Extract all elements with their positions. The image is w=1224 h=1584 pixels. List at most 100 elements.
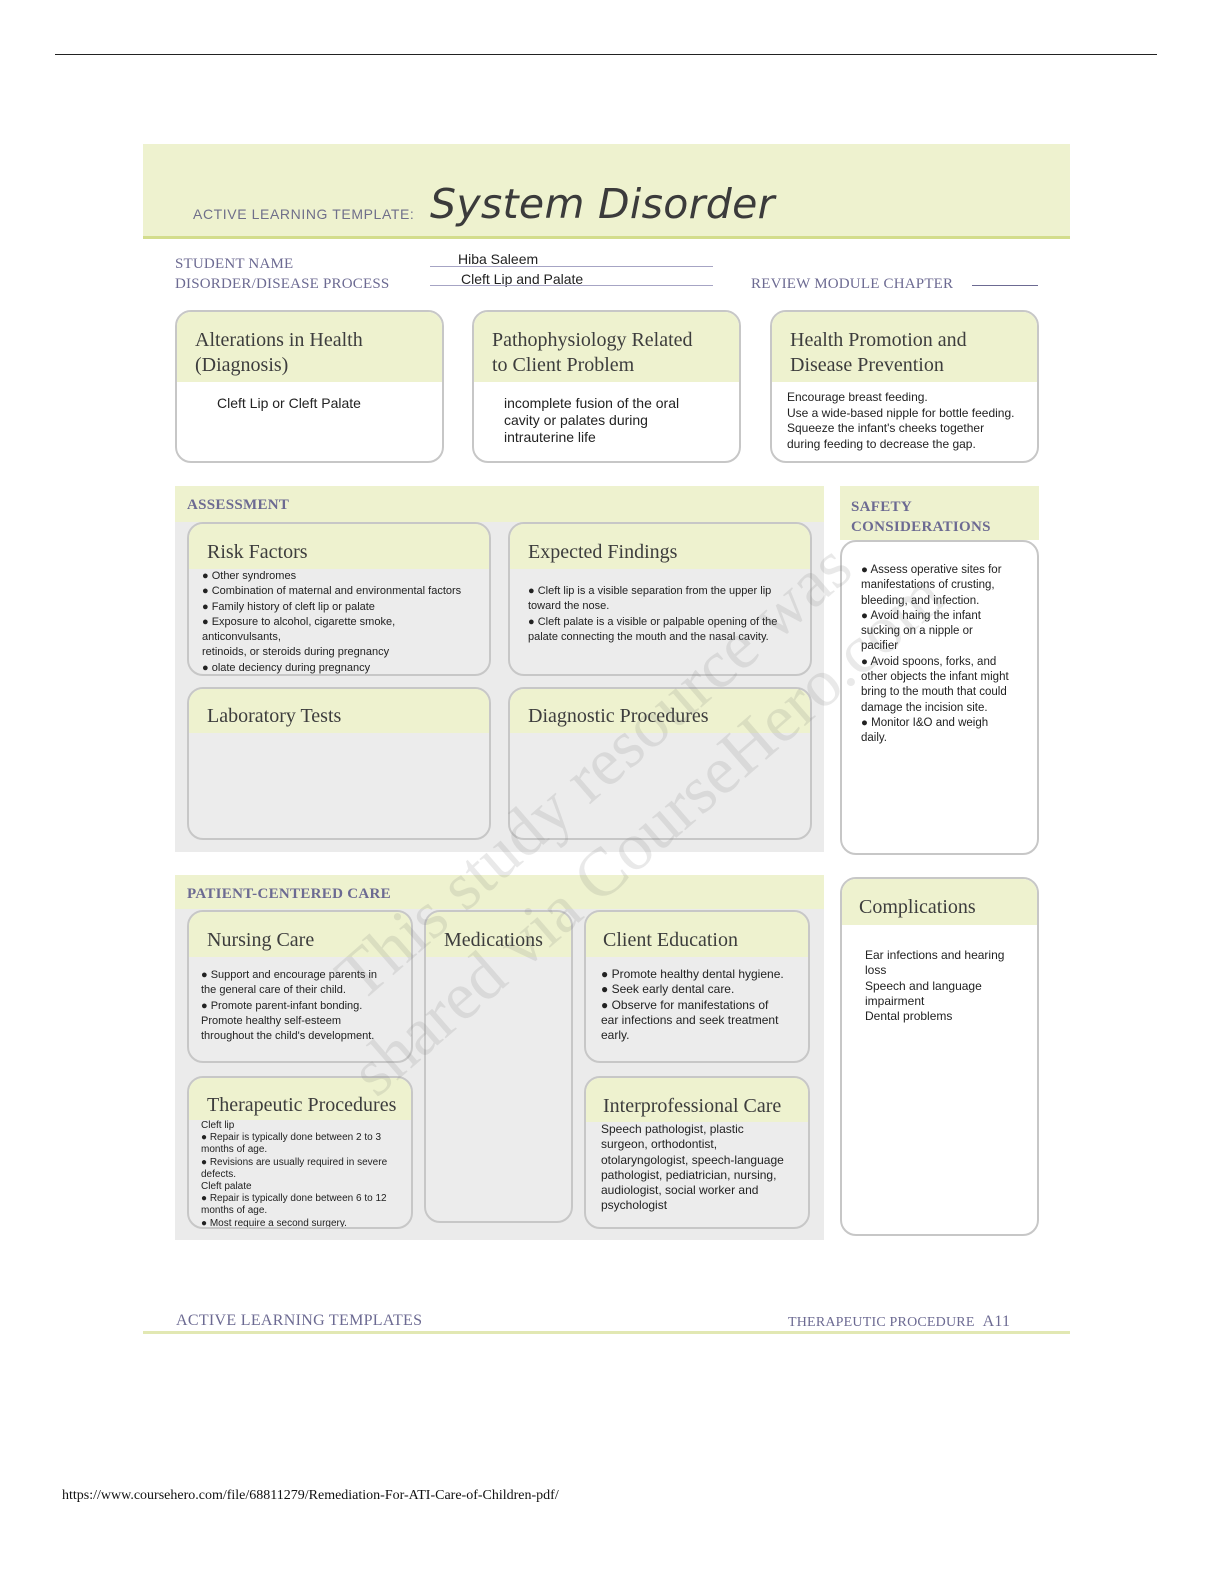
- footer-code: A11: [982, 1313, 1011, 1330]
- disorder-line: [430, 285, 713, 286]
- interprofessional-care-line: audiologist, social worker and: [601, 1183, 759, 1198]
- therapeutic-procedure-line: ● Repair is typically done between 6 to …: [201, 1193, 387, 1205]
- therapeutic-procedure-line: Cleft lip: [201, 1120, 235, 1131]
- interprofessional-care-line: surgeon, orthodontist,: [601, 1137, 718, 1152]
- health-promotion-line: Squeeze the infant's cheeks together: [787, 421, 985, 435]
- student-name-label: STUDENT NAME: [175, 256, 294, 272]
- health-promotion-line: during feeding to decrease the gap.: [787, 436, 976, 451]
- therapeutic-procedures-title: Therapeutic Procedures: [189, 1078, 411, 1120]
- client-education-line: ● Observe for manifestations of: [601, 997, 769, 1012]
- therapeutic-procedure-line: months of age.: [201, 1205, 268, 1217]
- health-promotion-line: Encourage breast feeding.: [787, 390, 928, 404]
- complications-title: Complications: [842, 879, 1037, 925]
- alterations-box: Alterations in Health (Diagnosis) Cleft …: [175, 310, 444, 463]
- therapeutic-procedure-line: ● Most require a second surgery.: [201, 1217, 347, 1229]
- health-promotion-title-line1: Health Promotion and: [790, 329, 967, 351]
- pathophysiology-box: Pathophysiology Related to Client Proble…: [472, 310, 741, 463]
- complication-line: Ear infections and hearing: [865, 948, 1005, 962]
- alterations-text: Cleft Lip or Cleft Palate: [217, 395, 361, 411]
- expected-findings-box: Expected Findings ● Cleft lip is a visib…: [508, 522, 812, 676]
- interprofessional-care-title: Interprofessional Care: [586, 1078, 808, 1122]
- risk-factor-line: retinoids, or steroids during pregnancy: [202, 646, 390, 659]
- safety-title-line1: SAFETY: [851, 499, 912, 515]
- expected-finding-line: ● Cleft palate is a visible or palpable …: [528, 615, 778, 628]
- disorder-value: Cleft Lip and Palate: [461, 271, 584, 287]
- laboratory-tests-title: Laboratory Tests: [189, 689, 489, 733]
- safety-line: ● Avoid haing the infant: [861, 609, 981, 622]
- expected-finding-line: toward the nose.: [528, 600, 610, 613]
- expected-finding-line: palate connecting the mouth and the nasa…: [528, 630, 769, 643]
- medications-title: Medications: [426, 912, 571, 957]
- client-education-title: Client Education: [586, 912, 808, 957]
- assessment-title: ASSESSMENT: [175, 486, 824, 522]
- expected-findings-title: Expected Findings: [510, 524, 810, 569]
- footer-right: THERAPEUTIC PROCEDURE A11: [788, 1313, 1010, 1331]
- interprofessional-care-box: Interprofessional Care Speech pathologis…: [584, 1076, 810, 1229]
- review-module-label: REVIEW MODULE CHAPTER: [751, 276, 954, 292]
- safety-line: ● Assess operative sites for: [861, 564, 1002, 576]
- health-promotion-title-line2: Disease Prevention: [790, 354, 944, 376]
- nursing-care-line: ● Support and encourage parents in: [201, 969, 378, 981]
- interprofessional-care-line: psychologist: [601, 1198, 668, 1213]
- student-name-value: Hiba Saleem: [458, 251, 539, 267]
- pathophysiology-line: incomplete fusion of the oral: [504, 395, 680, 411]
- safety-line: ● Monitor I&O and weigh: [861, 716, 989, 729]
- safety-line: daily.: [861, 732, 887, 745]
- risk-factor-line: ● Other syndromes: [202, 570, 297, 582]
- nursing-care-line: Promote healthy self-esteem: [201, 1014, 342, 1027]
- interprofessional-care-line: Speech pathologist, plastic: [601, 1122, 744, 1136]
- pathophysiology-line: intrauterine life: [504, 429, 596, 445]
- disorder-label: DISORDER/DISEASE PROCESS: [175, 276, 390, 292]
- patient-centered-care-title: PATIENT-CENTERED CARE: [175, 875, 824, 909]
- diagnostic-procedures-box: Diagnostic Procedures: [508, 687, 812, 840]
- source-url: https://www.coursehero.com/file/68811279…: [62, 1488, 559, 1503]
- expected-finding-line: ● Cleft lip is a visible separation from…: [528, 585, 772, 597]
- risk-factors-box: Risk Factors ● Other syndromes ● Combina…: [187, 522, 491, 676]
- complications-box: Complications Ear infections and hearing…: [840, 877, 1039, 1236]
- nursing-care-line: the general care of their child.: [201, 984, 346, 997]
- nursing-care-line: throughout the child's development.: [201, 1030, 375, 1043]
- safety-line: sucking on a nipple or: [861, 625, 973, 638]
- therapeutic-procedure-line: months of age.: [201, 1144, 268, 1156]
- diagnostic-procedures-title: Diagnostic Procedures: [510, 689, 810, 733]
- safety-line: bleeding, and infection.: [861, 594, 980, 607]
- safety-line: other objects the infant might: [861, 671, 1009, 684]
- safety-line: pacifier: [861, 640, 899, 653]
- client-education-line: ear infections and seek treatment: [601, 1012, 779, 1027]
- safety-line: bring to the mouth that could: [861, 686, 1007, 699]
- client-education-box: Client Education ● Promote healthy denta…: [584, 910, 810, 1063]
- risk-factors-title: Risk Factors: [189, 524, 489, 569]
- pathophysiology-title-line2: to Client Problem: [492, 354, 635, 376]
- alterations-title-line1: Alterations in Health: [195, 329, 363, 351]
- title-band: [143, 144, 1070, 239]
- student-name-line: [430, 266, 713, 267]
- interprofessional-care-line: otolaryngologist, speech-language: [601, 1152, 784, 1167]
- interprofessional-care-line: pathologist, pediatrician, nursing,: [601, 1167, 777, 1182]
- laboratory-tests-box: Laboratory Tests: [187, 687, 491, 840]
- complication-line: Speech and language: [865, 978, 982, 993]
- therapeutic-procedure-line: defects.: [201, 1168, 237, 1180]
- medications-box: Medications: [424, 910, 573, 1223]
- therapeutic-procedure-line: ● Revisions are usually required in seve…: [201, 1156, 388, 1168]
- footer-rule: [143, 1331, 1070, 1334]
- therapeutic-procedure-line: ● Repair is typically done between 2 to …: [201, 1132, 382, 1144]
- client-education-line: ● Promote healthy dental hygiene.: [601, 967, 784, 981]
- health-promotion-box: Health Promotion and Disease Prevention …: [770, 310, 1039, 463]
- top-rule: [55, 54, 1157, 55]
- complication-line: Dental problems: [865, 1009, 953, 1024]
- risk-factor-line: anticonvulsants,: [202, 631, 281, 644]
- risk-factor-line: ● Exposure to alcohol, cigarette smoke,: [202, 615, 396, 628]
- alterations-title-line2: (Diagnosis): [195, 354, 289, 376]
- client-education-line: ● Seek early dental care.: [601, 982, 735, 997]
- risk-factor-line: ● olate deciency during pregnancy: [202, 661, 371, 674]
- complication-line: loss: [865, 963, 887, 978]
- footer-right-label: THERAPEUTIC PROCEDURE: [788, 1315, 975, 1330]
- page-title: System Disorder: [430, 180, 775, 228]
- therapeutic-procedure-line: Cleft palate: [201, 1181, 252, 1193]
- safety-line: ● Avoid spoons, forks, and: [861, 655, 997, 668]
- footer-left: ACTIVE LEARNING TEMPLATES: [176, 1312, 423, 1329]
- pathophysiology-line: cavity or palates during: [504, 412, 648, 428]
- safety-line: manifestations of crusting,: [861, 579, 995, 592]
- risk-factor-line: ● Combination of maternal and environmen…: [202, 585, 462, 598]
- nursing-care-box: Nursing Care ● Support and encourage par…: [187, 910, 413, 1063]
